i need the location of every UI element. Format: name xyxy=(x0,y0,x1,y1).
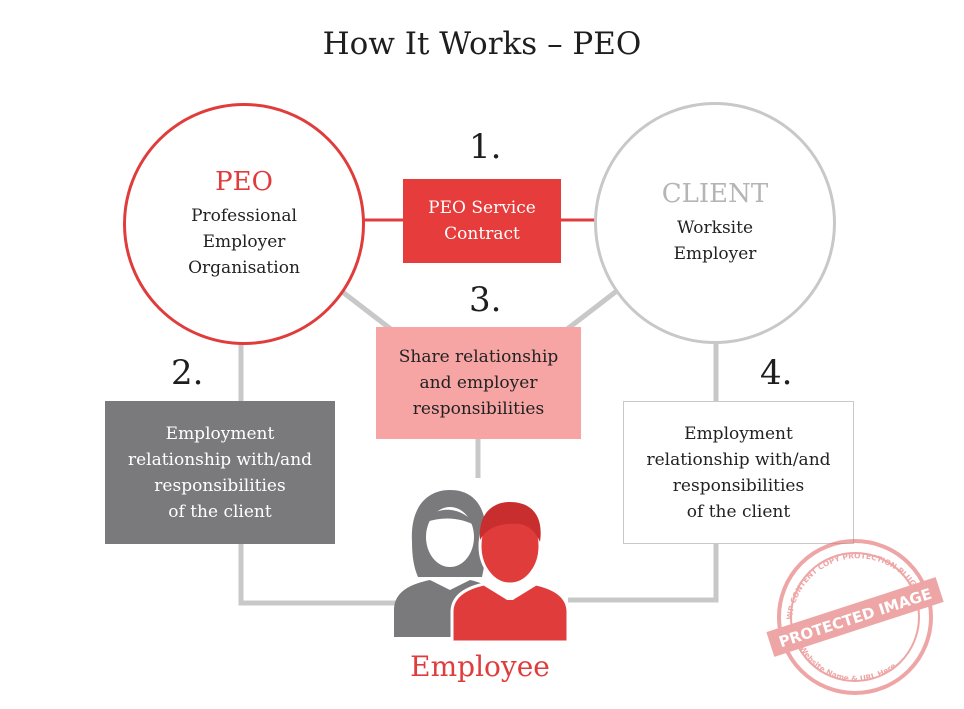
employee-label: Employee xyxy=(410,650,550,683)
step-number-4: 4. xyxy=(760,353,793,393)
peo-heading: PEO xyxy=(215,167,273,197)
shared-responsibilities-box: Share relationship and employer responsi… xyxy=(376,327,581,439)
diagram-title: How It Works – PEO xyxy=(322,26,642,62)
step-number-1: 1. xyxy=(469,127,502,167)
client-share-connector-line xyxy=(564,288,620,332)
peo-subtitle: Professional Employer Organisation xyxy=(188,206,300,278)
peo-share-connector-line xyxy=(338,288,394,332)
client-heading: CLIENT xyxy=(661,179,769,209)
step-number-2: 2. xyxy=(171,353,204,393)
protected-image-stamp: WP CONTENT COPY PROTECTION PLUGIN My Web… xyxy=(766,539,944,695)
client-subtitle: Worksite Employer xyxy=(673,218,757,264)
right-employee-connector-line xyxy=(568,544,719,603)
left-employee-connector-line xyxy=(238,544,400,606)
peo-circle: PEO Professional Employer Organisation xyxy=(123,103,365,345)
client-circle: CLIENT Worksite Employer xyxy=(594,102,836,344)
peo-service-contract-box: PEO Service Contract xyxy=(403,179,561,263)
two-people-icon xyxy=(394,490,570,642)
man-figure xyxy=(450,502,570,642)
client-employment-box: Employment relationship with/and respons… xyxy=(623,401,854,544)
peo-employment-box: Employment relationship with/and respons… xyxy=(105,401,335,544)
step-number-3: 3. xyxy=(469,280,502,320)
